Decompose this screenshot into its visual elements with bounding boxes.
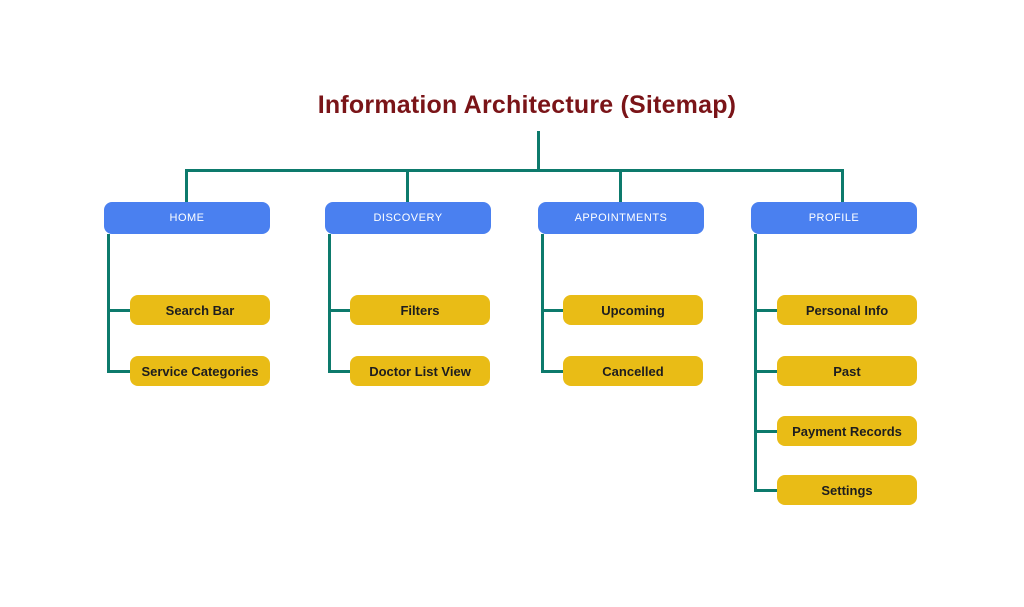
- connector-drop-appointments: [619, 169, 622, 202]
- node-appointments: APPOINTMENTS: [538, 202, 704, 234]
- connector-profile-stub-1: [754, 309, 777, 312]
- connector-profile-spine: [754, 234, 757, 492]
- node-filters: Filters: [350, 295, 490, 325]
- diagram-title: Information Architecture (Sitemap): [317, 91, 737, 119]
- node-profile: PROFILE: [751, 202, 917, 234]
- connector-profile-stub-3: [754, 430, 777, 433]
- connector-appointments-spine: [541, 234, 544, 373]
- connector-discovery-stub-2: [328, 370, 350, 373]
- connector-profile-stub-4: [754, 489, 777, 492]
- node-search-bar: Search Bar: [130, 295, 270, 325]
- connector-drop-discovery: [406, 169, 409, 202]
- node-home: HOME: [104, 202, 270, 234]
- connector-home-stub-2: [107, 370, 130, 373]
- connector-discovery-stub-1: [328, 309, 350, 312]
- connector-discovery-spine: [328, 234, 331, 373]
- connector-bus: [185, 169, 844, 172]
- connector-drop-profile: [841, 169, 844, 202]
- node-upcoming: Upcoming: [563, 295, 703, 325]
- node-personal-info: Personal Info: [777, 295, 917, 325]
- connector-appointments-stub-1: [541, 309, 563, 312]
- node-settings: Settings: [777, 475, 917, 505]
- connector-profile-stub-2: [754, 370, 777, 373]
- node-doctor-list-view: Doctor List View: [350, 356, 490, 386]
- node-payment-records: Payment Records: [777, 416, 917, 446]
- connector-appointments-stub-2: [541, 370, 563, 373]
- connector-drop-home: [185, 169, 188, 202]
- node-past: Past: [777, 356, 917, 386]
- connector-trunk: [537, 131, 540, 171]
- node-service-categories: Service Categories: [130, 356, 270, 386]
- connector-home-spine: [107, 234, 110, 373]
- node-cancelled: Cancelled: [563, 356, 703, 386]
- connector-home-stub-1: [107, 309, 130, 312]
- node-discovery: DISCOVERY: [325, 202, 491, 234]
